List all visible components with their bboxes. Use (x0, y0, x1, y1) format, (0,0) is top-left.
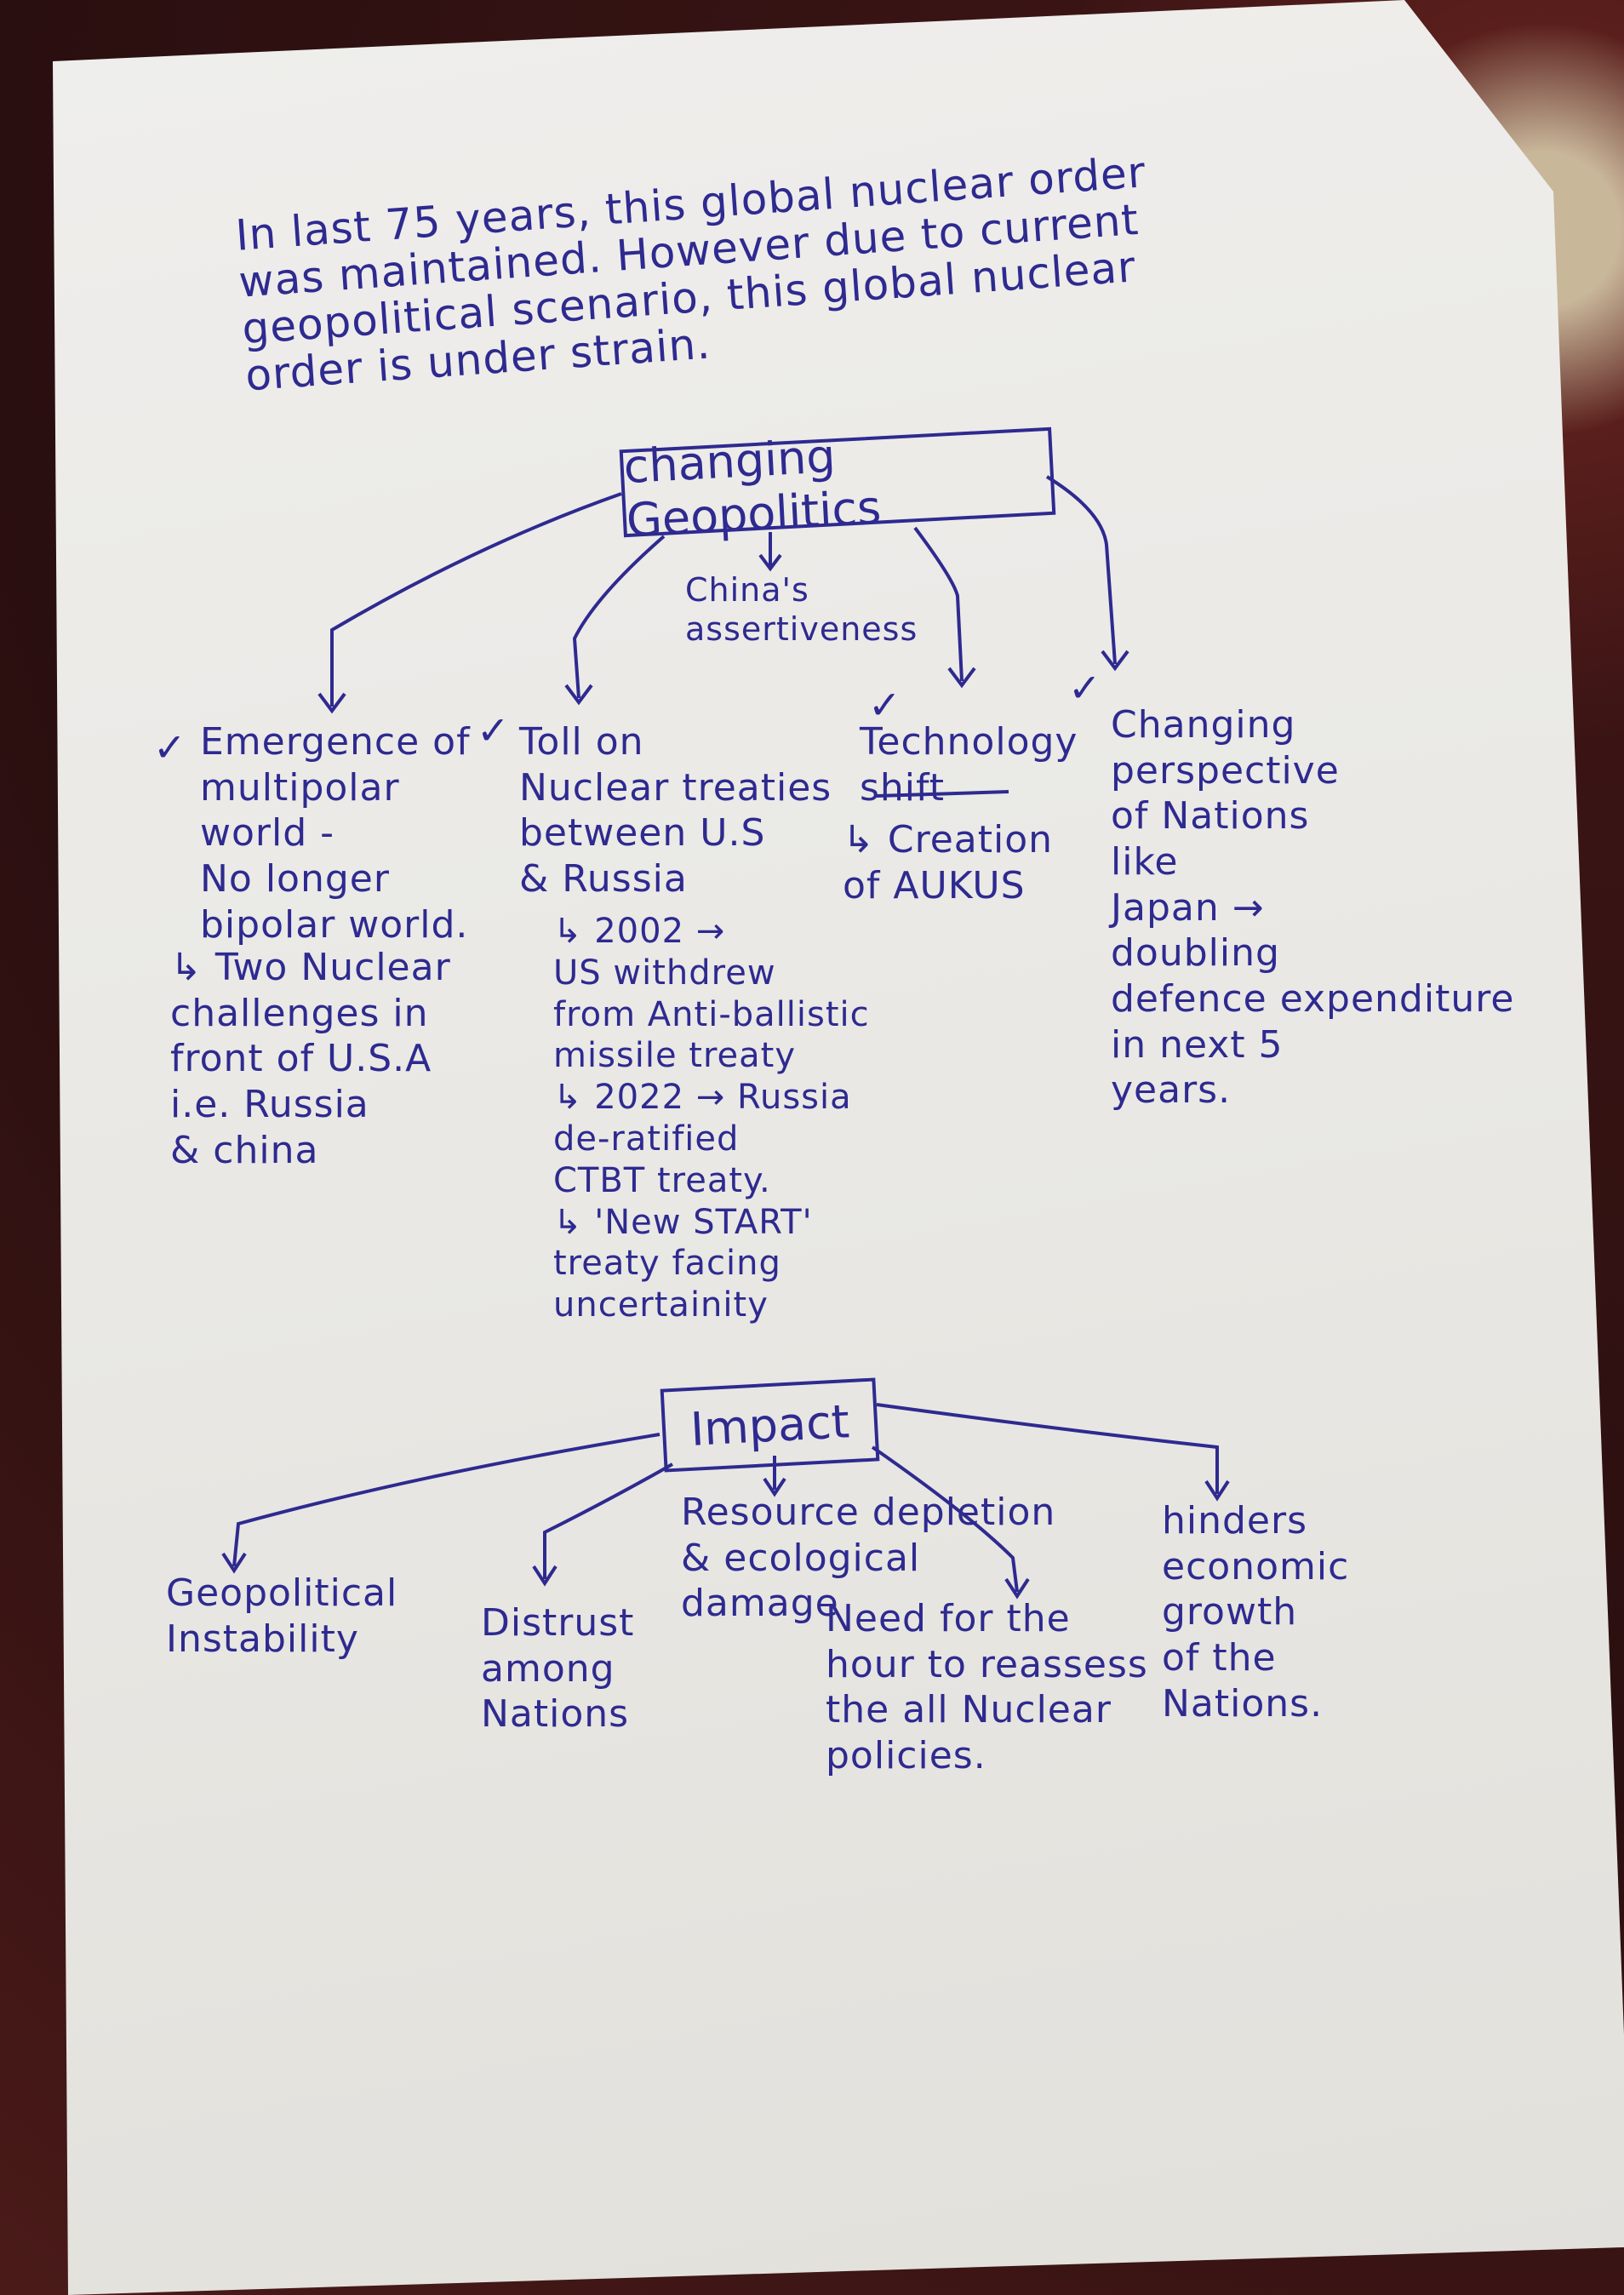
connector-distrust (532, 1462, 673, 1587)
connector-need (871, 1445, 1030, 1600)
impact-box: Impact (660, 1377, 880, 1473)
impact-resource-depletion: Resource depletion & ecological damage (681, 1491, 1056, 1626)
connector-multipolar (317, 492, 622, 714)
connector-technology (913, 526, 976, 689)
impact-geopolitical-instability: Geopolitical Instability (166, 1571, 398, 1661)
connector-china (758, 532, 782, 572)
multipolar-world-detail: ↳ Two Nuclear challenges in front of U.S… (170, 946, 451, 1172)
technology-shift-detail: ↳ Creation of AUKUS (843, 818, 1054, 907)
connector-resource (763, 1456, 786, 1497)
connector-perspective (1045, 475, 1129, 672)
check-mark-icon: ✓ (153, 724, 187, 770)
impact-economic-growth: hinders economic growth of the Nations. (1162, 1499, 1350, 1726)
underline-technology (876, 790, 1009, 798)
check-mark-icon: ✓ (868, 682, 902, 728)
china-assertiveness-node: China's assertiveness (685, 571, 918, 649)
connector-instability (221, 1433, 660, 1574)
check-mark-icon: ✓ (477, 707, 511, 753)
connector-treaties (564, 535, 666, 706)
impact-distrust: Distrust among Nations (481, 1601, 635, 1737)
check-mark-icon: ✓ (1068, 665, 1102, 711)
technology-shift-node: Technology shift (860, 720, 1078, 810)
nuclear-treaties-detail: ↳ 2002 → US withdrew from Anti-ballistic… (553, 912, 870, 1325)
changing-geopolitics-box: changing Geopolitics (619, 426, 1056, 547)
changing-perspective-node: Changing perspective of Nations like Jap… (1111, 703, 1515, 1113)
nuclear-treaties-node: Toll on Nuclear treaties between U.S & R… (519, 720, 832, 901)
connector-hinders (876, 1403, 1230, 1502)
multipolar-world-node: Emergence of multipolar world - No longe… (200, 720, 471, 947)
impact-reassess-policies: Need for the hour to reassess the all Nu… (826, 1597, 1148, 1778)
